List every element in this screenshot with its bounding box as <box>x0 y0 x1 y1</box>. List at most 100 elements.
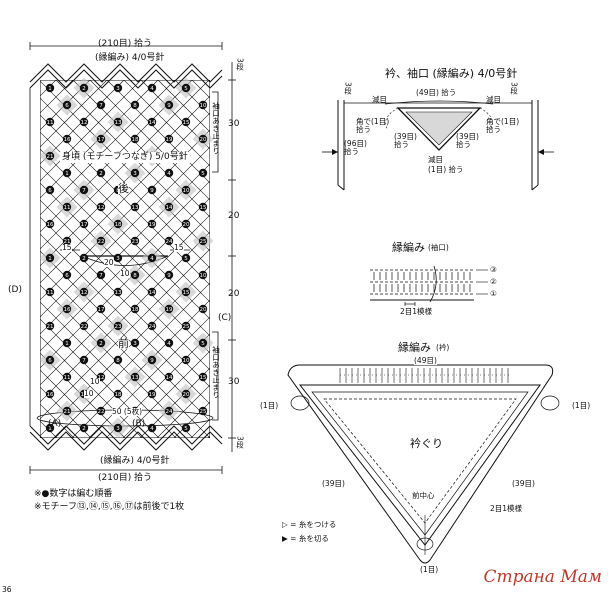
collar-triangle <box>396 107 482 151</box>
motif-number-dot <box>113 117 123 127</box>
motif-number-dot <box>164 168 174 178</box>
motif-number: 19 <box>166 307 173 313</box>
motif-number-dot <box>62 372 72 382</box>
motif-number: 12 <box>81 290 88 296</box>
front-center-label: 前中心 <box>412 491 435 500</box>
seam-label-top: 袖口あき止まり <box>211 102 221 155</box>
motif-number: 15 <box>183 120 190 126</box>
motif-number: 14 <box>166 205 173 211</box>
motif-number-dot <box>62 100 72 110</box>
motif-number: 20 <box>200 137 207 143</box>
motif-number-dot <box>181 117 191 127</box>
corner-b-label: (B) <box>132 419 146 429</box>
motif-number: 10 <box>200 273 207 279</box>
side-left-pick: (39目)拾う <box>394 132 417 149</box>
motif-number: 22 <box>81 324 88 330</box>
collar-top-count: (49目) 拾う <box>416 88 457 97</box>
collar-left-1: (1目) <box>260 401 279 410</box>
motif-number: 21 <box>47 154 54 160</box>
motif-number: 9 <box>167 103 171 109</box>
motif-number: 4 <box>167 171 171 177</box>
motif-number-dot <box>198 304 208 314</box>
motif-number: 24 <box>149 324 156 330</box>
motif-number: 3 <box>116 426 120 432</box>
page-number: 36 <box>2 585 12 594</box>
motif-number: 16 <box>64 137 71 143</box>
motif-number: 16 <box>64 307 71 313</box>
motif-number: 10 <box>200 103 207 109</box>
motif-number: 11 <box>47 290 54 296</box>
motif-number: 19 <box>149 392 156 398</box>
motif-number: 5 <box>201 171 205 177</box>
motif-number-dot <box>130 168 140 178</box>
corner-right-label: 角で(1目)拾う <box>486 117 520 134</box>
motif-number: 24 <box>166 239 173 245</box>
motif-number-dot <box>62 304 72 314</box>
motif-number: 1 <box>48 256 52 262</box>
rows-right: 3段 <box>509 82 519 95</box>
bottom-stitch-count: (210目) 拾う <box>98 473 153 483</box>
motif-number-dot <box>198 100 208 110</box>
motif-number: 7 <box>99 273 103 279</box>
small-dim-10b: 10 <box>84 389 94 398</box>
motif-number: 18 <box>115 222 122 228</box>
motif-number: 4 <box>167 341 171 347</box>
motif-number: 5 <box>184 86 188 92</box>
motif-number: 17 <box>81 222 88 228</box>
motif-number: 16 <box>47 392 54 398</box>
motif-number: 21 <box>47 324 54 330</box>
motif-number: 10 <box>183 188 190 194</box>
motif-number: 1 <box>65 171 69 177</box>
body-title: 身頃 (モチーフつなぎ) 5/0号針 <box>60 152 190 163</box>
motif-number-dot <box>164 338 174 348</box>
motif-number-dot <box>62 270 72 280</box>
row-3: ③ <box>490 265 497 274</box>
top-edging <box>29 63 223 83</box>
motif-number-dot <box>130 338 140 348</box>
motif-number: 17 <box>98 307 105 313</box>
motif-number-dot <box>45 423 55 433</box>
dec-bottom-label: 減目 <box>428 155 443 164</box>
motif-number: 13 <box>132 205 139 211</box>
neck-right-15: 15 <box>174 243 184 252</box>
dim-30-bottom: 30 <box>228 377 240 387</box>
motif-number: 22 <box>98 409 105 415</box>
side-d-label: (D) <box>8 285 22 295</box>
collar-edging-chart <box>287 364 560 564</box>
motif-number-dot <box>79 219 89 229</box>
motif-number: 9 <box>150 188 154 194</box>
motif-number-dot <box>147 355 157 365</box>
motif-number: 12 <box>98 205 105 211</box>
motif-number-dot <box>198 270 208 280</box>
motif-number: 20 <box>200 307 207 313</box>
motif-number: 12 <box>81 120 88 126</box>
motif-number: 13 <box>115 290 122 296</box>
motif-number: 13 <box>132 375 139 381</box>
motif-number-dot <box>113 287 123 297</box>
motif-number: 4 <box>150 86 154 92</box>
motif-number: 18 <box>115 392 122 398</box>
motif-number: 5 <box>184 256 188 262</box>
motif-number: 21 <box>64 409 71 415</box>
collar-left-39: (39目) <box>322 479 345 488</box>
motif-number: 5 <box>201 341 205 347</box>
legend-cut: ▶ = 糸を切る <box>282 534 329 543</box>
motif-number: 2 <box>82 256 86 262</box>
motif-number-dot <box>130 304 140 314</box>
collar-top-49: (49目) <box>414 356 437 365</box>
motif-number: 3 <box>116 86 120 92</box>
motif-number: 20 <box>183 392 190 398</box>
row-2: ② <box>490 277 497 286</box>
motif-number: 18 <box>132 307 139 313</box>
motif-number-dot <box>96 100 106 110</box>
motif-number-dot <box>79 117 89 127</box>
motif-number: 9 <box>150 358 154 364</box>
motif-number-dot <box>79 355 89 365</box>
motif-number: 15 <box>200 375 207 381</box>
motif-number: 19 <box>166 137 173 143</box>
motif-number: 1 <box>48 86 52 92</box>
motif-number: 2 <box>82 426 86 432</box>
motif-number-dot <box>164 372 174 382</box>
motif-number-dot <box>164 406 174 416</box>
sleeve-pick-count: (96目)拾う <box>344 139 367 156</box>
